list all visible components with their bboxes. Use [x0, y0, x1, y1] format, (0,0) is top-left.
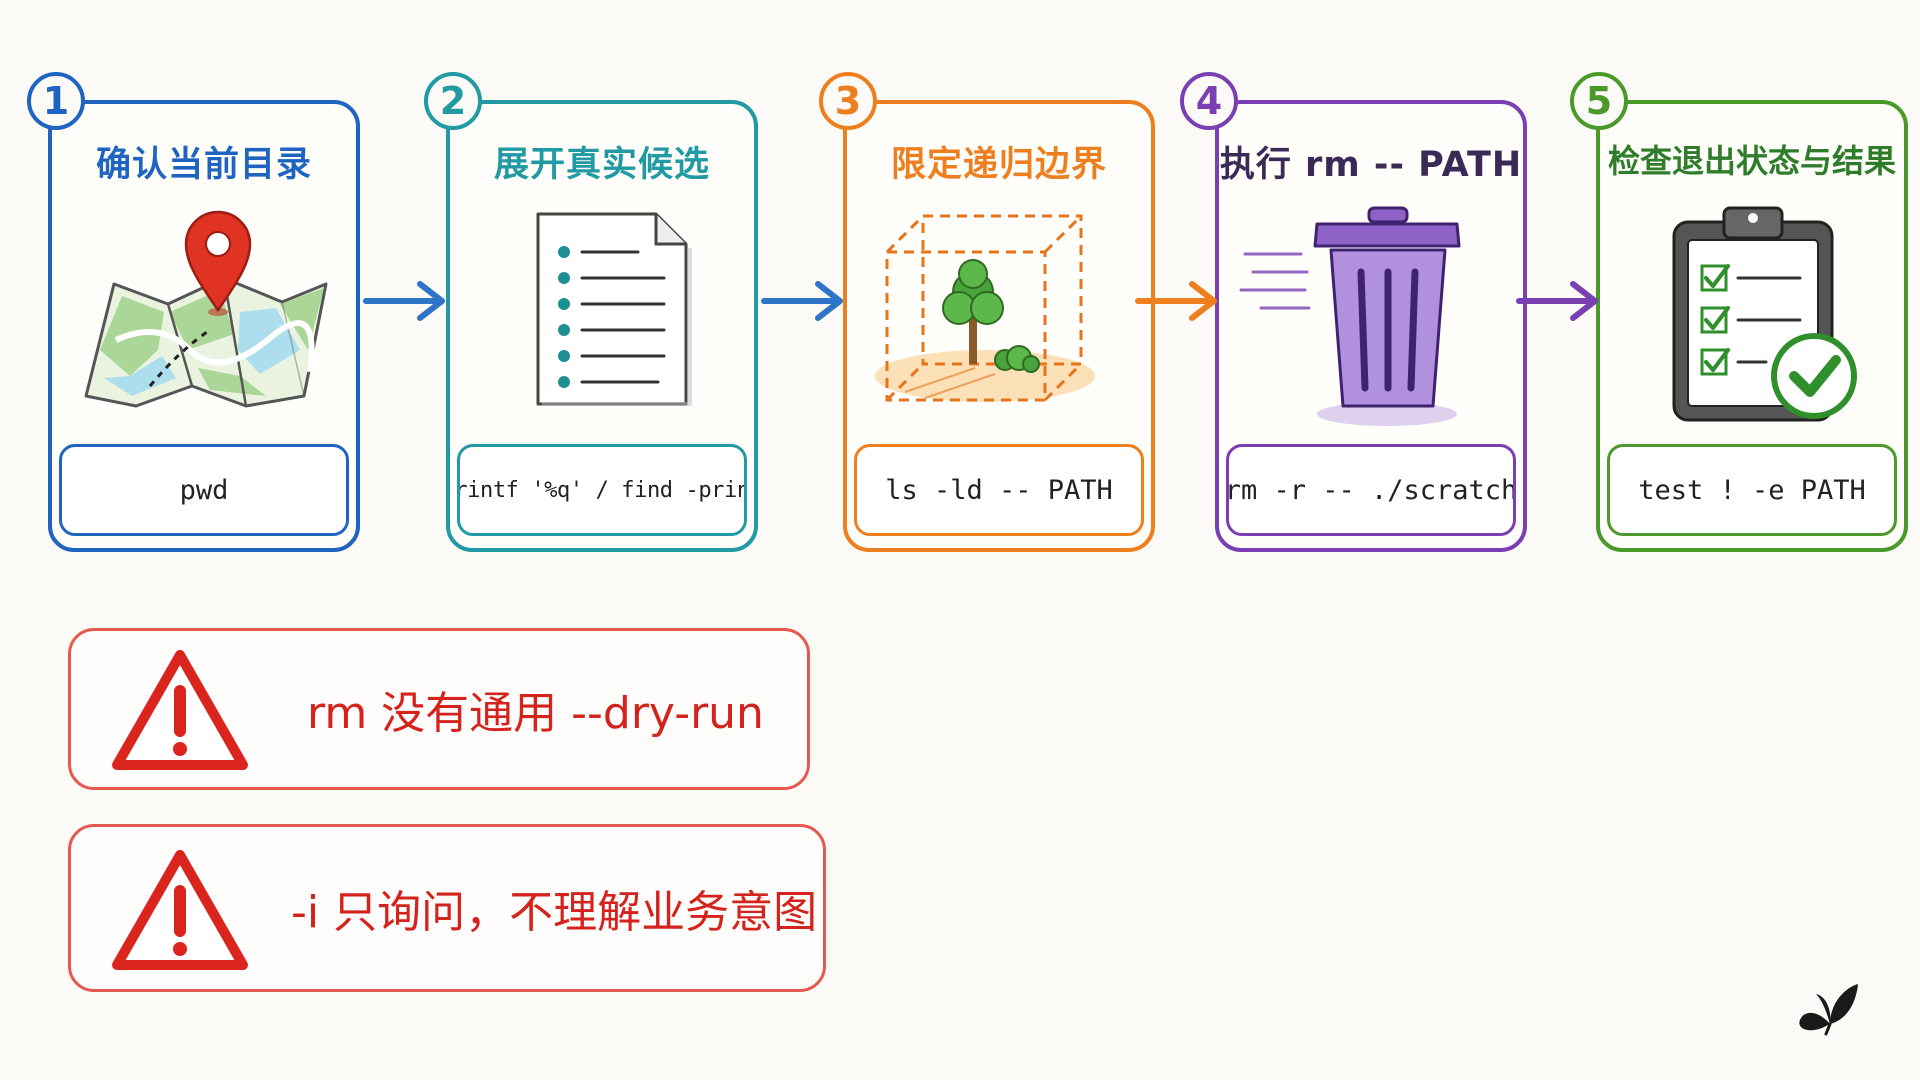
- step-command-2: printf '%q' / find -print: [457, 444, 747, 536]
- arrow-right-icon: [1135, 281, 1217, 321]
- step-title-4: 执行 rm -- PATH: [1219, 145, 1523, 185]
- arrow-right-icon: [1516, 281, 1598, 321]
- warning-text-1: rm 没有通用 --dry-run: [307, 688, 764, 739]
- warning-box-1: rm 没有通用 --dry-run: [68, 628, 810, 790]
- step-card-4: 执行 rm -- PATH rm -r -- ./scratch: [1215, 100, 1527, 552]
- step-badge-2: 2: [424, 72, 482, 130]
- step-badge-1: 1: [27, 72, 85, 130]
- step-command-4: rm -r -- ./scratch: [1226, 444, 1516, 536]
- map-pin-icon: [70, 200, 338, 440]
- arrow-right-icon: [761, 281, 843, 321]
- warning-box-2: -i 只询问，不理解业务意图: [68, 824, 826, 992]
- step-badge-5: 5: [1570, 72, 1628, 130]
- step-card-1: 确认当前目录 pwd: [48, 100, 360, 552]
- butterfly-logo-icon: [1799, 984, 1858, 1036]
- step-command-3: ls -ld -- PATH: [854, 444, 1144, 536]
- clipboard-check-icon: [1618, 200, 1886, 440]
- boundary-box-icon: [865, 200, 1133, 440]
- step-card-3: 限定递归边界 ls -ld -- PATH: [843, 100, 1155, 552]
- warning-text-2: -i 只询问，不理解业务意图: [291, 887, 818, 938]
- arrow-right-icon: [363, 281, 445, 321]
- step-command-1: pwd: [59, 444, 349, 536]
- step-title-2: 展开真实候选: [493, 145, 710, 185]
- warning-icon: [112, 850, 248, 970]
- step-card-5: 检查退出状态与结果 test !: [1596, 100, 1908, 552]
- step-badge-4: 4: [1180, 72, 1238, 130]
- document-list-icon: [468, 200, 736, 440]
- step-title-1: 确认当前目录: [95, 145, 312, 185]
- step-title-5: 检查退出状态与结果: [1607, 142, 1896, 180]
- trash-can-icon: [1237, 200, 1505, 440]
- step-badge-3: 3: [819, 72, 877, 130]
- warning-icon: [112, 650, 248, 770]
- step-card-2: 展开真实候选 printf '%q' / find: [446, 100, 758, 552]
- step-title-3: 限定递归边界: [890, 145, 1107, 185]
- step-command-5: test ! -e PATH: [1607, 444, 1897, 536]
